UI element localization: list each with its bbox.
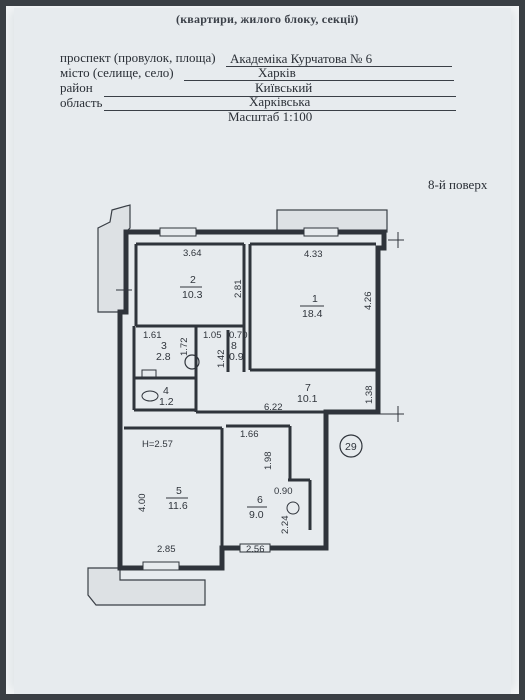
apartment-number-circle	[339, 434, 363, 458]
dimension: 4.26	[363, 292, 374, 311]
room-area: 10.3	[182, 289, 203, 301]
cut-caption: (квартири, жилого блоку, секції)	[176, 12, 359, 26]
dimension: 2.24	[280, 516, 291, 535]
district-label: район	[60, 80, 93, 95]
room-number: 3	[161, 340, 167, 352]
region-underline	[104, 110, 456, 111]
exterior-walls	[117, 229, 387, 571]
street-label: проспект (провулок, площа)	[60, 50, 216, 65]
room-number: 6	[257, 494, 263, 506]
street-value: Академіка Курчатова № 6	[230, 51, 373, 66]
room-labels: 2 10.3 1 18.4 3 2.8 4 1.2 8 0.9 7 10.1 5…	[156, 274, 357, 521]
dimension: 1.38	[364, 386, 375, 405]
dimension: 2.81	[233, 280, 244, 299]
balcony-bottom-left	[87, 567, 206, 606]
dimension: 1.66	[240, 429, 259, 440]
room-number: 1	[312, 293, 318, 305]
room-area: 11.6	[168, 500, 188, 512]
room-area: 10.1	[297, 393, 318, 405]
room-number: 4	[163, 385, 169, 397]
dimension: 2.56	[246, 544, 265, 555]
dimension: 3.64	[183, 248, 202, 259]
room-number: 8	[231, 340, 237, 352]
dimension: 1.98	[263, 452, 274, 471]
dimension: 1.42	[216, 350, 227, 369]
dimension: 0.70	[229, 330, 248, 341]
bath-fixture	[141, 369, 157, 379]
dimension: 6.22	[264, 402, 283, 413]
windows	[142, 227, 339, 571]
dimension: 2.85	[157, 544, 176, 555]
dimension-ticks	[116, 232, 404, 422]
region-label: область	[60, 95, 103, 110]
apartment-number: 29	[345, 441, 357, 453]
room-area: 18.4	[302, 308, 323, 320]
room-area: 2.8	[156, 351, 171, 363]
street-underline	[226, 66, 452, 67]
city-underline	[184, 80, 454, 81]
dimension: H=2.57	[142, 439, 173, 450]
dimension: 1.61	[143, 330, 162, 341]
interior-walls	[124, 242, 378, 552]
floor-label: 8-й поверх	[428, 177, 488, 192]
room-number: 2	[190, 274, 196, 286]
scale-label: Масштаб 1:100	[228, 109, 313, 124]
dimension: 4.33	[304, 249, 323, 260]
dimension: 1.72	[179, 338, 190, 357]
region-value: Харківська	[249, 94, 311, 109]
toilet-fixture	[141, 390, 159, 402]
sink-fixture	[184, 354, 200, 370]
district-underline	[104, 96, 456, 97]
dimension: 1.05	[203, 330, 222, 341]
room-number: 7	[305, 382, 311, 394]
district-value: Київський	[255, 80, 313, 95]
room-area: 1.2	[159, 396, 174, 408]
city-label: місто (селище, село)	[60, 65, 174, 80]
room-number: 5	[176, 485, 182, 497]
city-value: Харків	[258, 65, 296, 80]
room-area: 0.9	[229, 351, 244, 363]
kitchen-sink-fixture	[286, 501, 300, 515]
dimension: 0.90	[274, 486, 293, 497]
dimension: 4.00	[137, 494, 148, 513]
dimension-labels: 3.64 2.81 4.33 4.26 1.61 1.72 1.05 0.70 …	[137, 248, 375, 555]
room-area: 9.0	[249, 509, 264, 521]
